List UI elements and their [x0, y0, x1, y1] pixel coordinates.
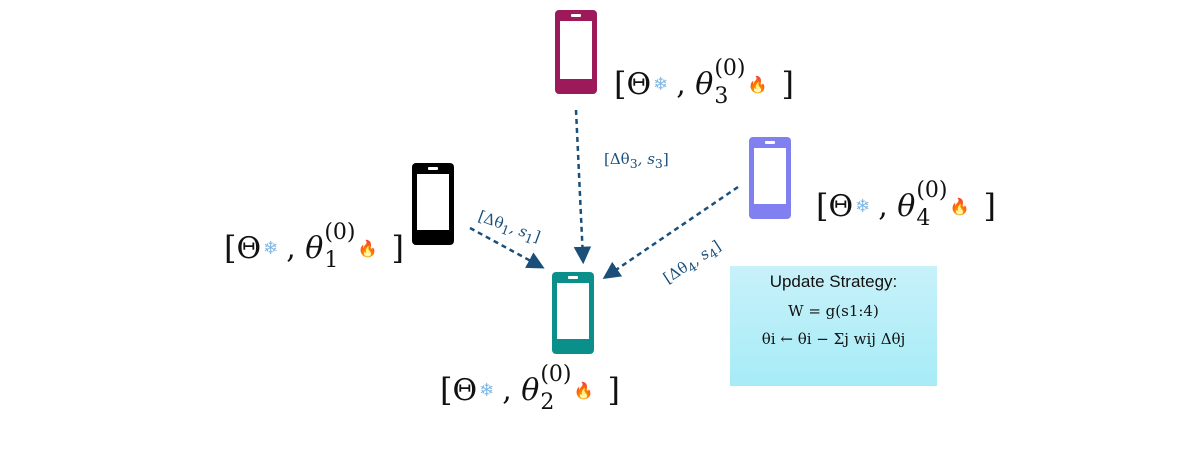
- bracket-open: [: [224, 229, 237, 267]
- comma: ,: [286, 230, 296, 266]
- update-strategy-box: Update Strategy: W = g(s1:4) θi ← θi − Σ…: [730, 266, 937, 386]
- msg-s: , s: [637, 150, 655, 168]
- fire-icon: 🔥: [357, 238, 378, 258]
- local-param: θ: [897, 188, 916, 224]
- message-device-3: [Δθ3, s3]: [604, 150, 669, 171]
- arrow-device3-to-device2: [573, 109, 592, 265]
- strategy-equation-weights: W = g(s1:4): [788, 302, 879, 320]
- local-param: θ: [305, 230, 324, 266]
- subscript: 4: [916, 206, 931, 231]
- param-supsub: (0) 2: [540, 364, 571, 415]
- subscript: 2: [540, 390, 555, 415]
- device-2-params: [ Θ ❄ , θ (0) 2 🔥 ]: [440, 364, 620, 415]
- device-3-params: [ Θ ❄ , θ (0) 3 🔥 ]: [614, 58, 794, 109]
- param-supsub: (0) 3: [714, 58, 745, 109]
- param-supsub: (0) 4: [916, 180, 947, 231]
- bracket-close: ]: [781, 65, 794, 103]
- bracket-close: ]: [607, 371, 620, 409]
- superscript: (0): [714, 56, 746, 81]
- shared-param: Θ: [626, 66, 652, 102]
- comma: ,: [502, 372, 512, 408]
- snowflake-icon: ❄: [479, 379, 495, 401]
- shared-param: Θ: [236, 230, 262, 266]
- arrow-device1-to-device2: [469, 226, 545, 269]
- snowflake-icon: ❄: [855, 195, 871, 217]
- superscript: (0): [916, 178, 948, 203]
- bracket-close: ]: [391, 229, 404, 267]
- bracket-open: [: [614, 65, 627, 103]
- subscript: 3: [714, 84, 729, 109]
- superscript: (0): [324, 220, 356, 245]
- device-1-params: [ Θ ❄ , θ (0) 1 🔥 ]: [224, 222, 404, 273]
- device-4-phone-icon: [749, 137, 791, 219]
- superscript: (0): [540, 362, 572, 387]
- fire-icon: 🔥: [747, 74, 768, 94]
- comma: ,: [878, 188, 888, 224]
- shared-param: Θ: [452, 372, 478, 408]
- local-param: θ: [521, 372, 540, 408]
- snowflake-icon: ❄: [653, 73, 669, 95]
- device-3-phone-icon: [555, 10, 597, 94]
- local-param: θ: [695, 66, 714, 102]
- device-2-phone-icon: [552, 272, 594, 354]
- strategy-equation-update: θi ← θi − Σj wij Δθj: [761, 330, 906, 348]
- msg-sub: 3: [629, 156, 638, 171]
- bracket-close: ]: [983, 187, 996, 225]
- strategy-title: Update Strategy:: [769, 272, 898, 291]
- subscript: 1: [324, 248, 339, 273]
- msg-delta: [Δθ: [604, 150, 630, 168]
- msg-sub2: 3: [654, 156, 663, 171]
- shared-param: Θ: [828, 188, 854, 224]
- bracket-open: [: [440, 371, 453, 409]
- device-1-phone-icon: [412, 163, 454, 245]
- fire-icon: 🔥: [949, 196, 970, 216]
- comma: ,: [676, 66, 686, 102]
- bracket-open: [: [816, 187, 829, 225]
- fire-icon: 🔥: [573, 380, 594, 400]
- param-supsub: (0) 1: [324, 222, 355, 273]
- device-4-params: [ Θ ❄ , θ (0) 4 🔥 ]: [816, 180, 996, 231]
- msg-end: ]: [662, 150, 669, 168]
- snowflake-icon: ❄: [263, 237, 279, 259]
